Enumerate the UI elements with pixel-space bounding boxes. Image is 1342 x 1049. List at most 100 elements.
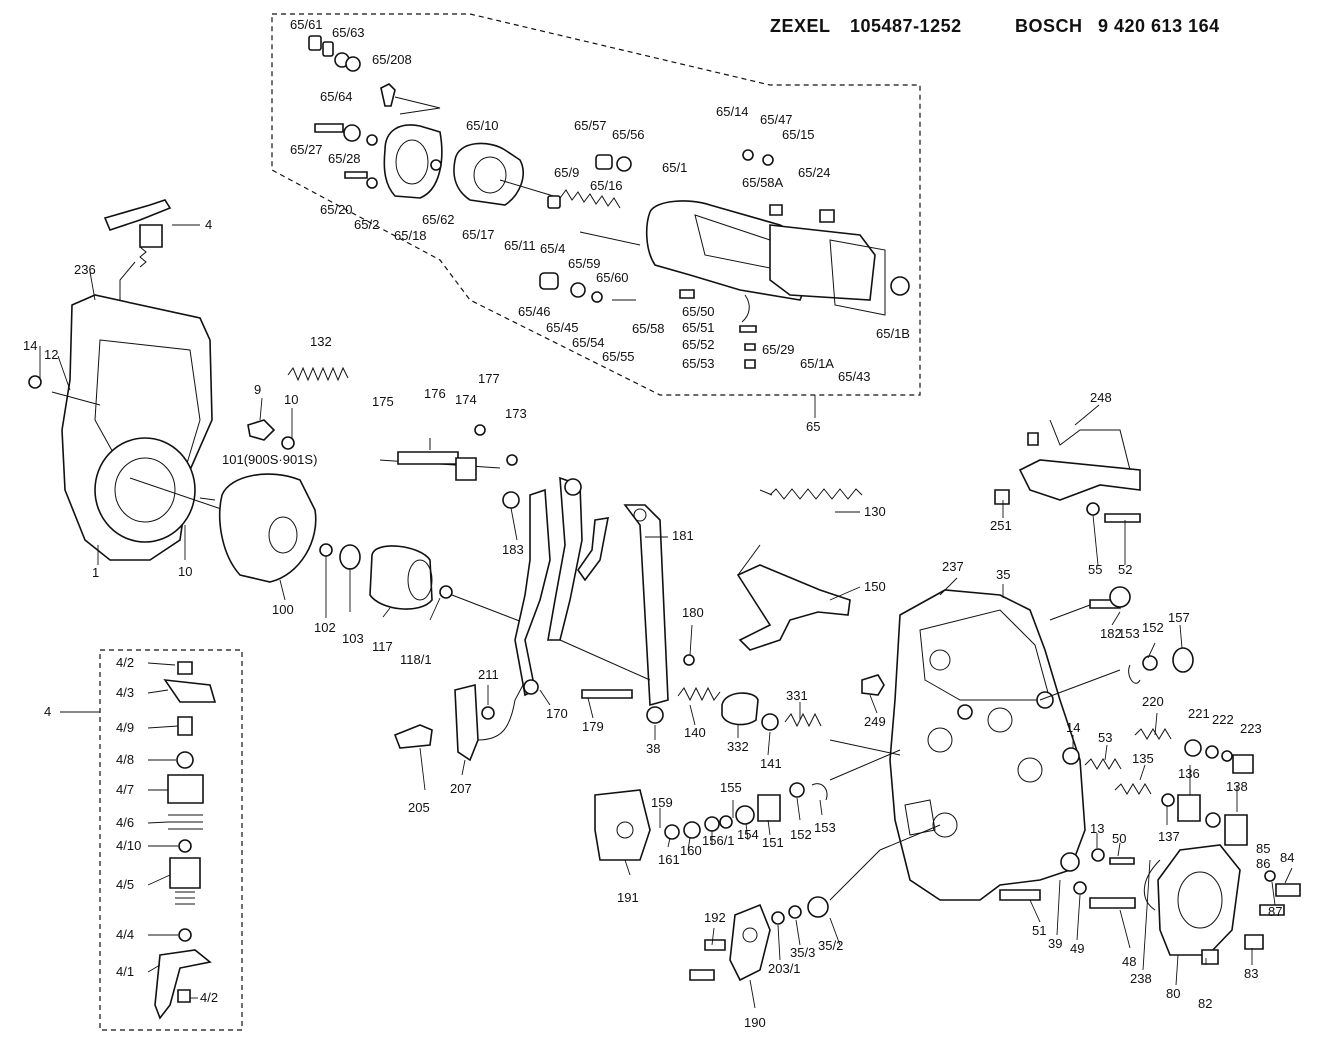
callout-label: 102 [314, 620, 336, 635]
callout-label: 160 [680, 843, 702, 858]
callout-label: 65/43 [838, 369, 871, 384]
callout-label: 130 [864, 504, 886, 519]
callout-label: 236 [74, 262, 96, 277]
callout-label: 65/63 [332, 25, 365, 40]
callout-label: 80 [1166, 986, 1181, 1001]
callout-label: 9 [254, 382, 262, 397]
callout-label: 55 [1088, 562, 1103, 577]
callout-label: 86 [1256, 856, 1271, 871]
callout-label: 138 [1226, 779, 1248, 794]
callout-label: 173 [505, 406, 527, 421]
callout-label: 4/4 [116, 927, 135, 942]
callout-label: 155 [720, 780, 742, 795]
callout-label: 65/1 [662, 160, 688, 175]
callout-label: 4/1 [116, 964, 135, 979]
callout-label: 175 [372, 394, 394, 409]
callout-label: 65/20 [320, 202, 353, 217]
callout-label: 103 [342, 631, 364, 646]
callout-label: 4/3 [116, 685, 135, 700]
subassembly-4-boundary [99, 649, 243, 1031]
callout-label: 248 [1090, 390, 1112, 405]
callout-label: 331 [786, 688, 808, 703]
right-fittings [999, 647, 1301, 965]
callout-label: 52 [1118, 562, 1133, 577]
callout-label: 176 [424, 386, 446, 401]
callout-label: 10 [284, 392, 299, 407]
callout-label: 65/10 [466, 118, 499, 133]
callout-label: 35 [996, 567, 1011, 582]
callout-label: 190 [744, 1015, 766, 1030]
callout-label: 65/27 [290, 142, 323, 157]
callout-label: 4 [44, 704, 52, 719]
leader-lines [39, 224, 1293, 1009]
tension-levers [502, 476, 695, 724]
callout-label: 223 [1240, 721, 1262, 736]
callout-label: 211 [478, 667, 499, 682]
callout-label: 4/2 [200, 990, 219, 1005]
callout-label: 237 [942, 559, 964, 574]
callout-label: 65/62 [422, 212, 455, 227]
callout-label: 65/54 [572, 335, 605, 350]
callout-label: 65/29 [762, 342, 795, 357]
callout-label: 4/9 [116, 720, 135, 735]
callout-label: 222 [1212, 712, 1234, 727]
header-brand1: ZEXEL [770, 16, 831, 36]
housing-left [28, 199, 231, 561]
callout-label: 203/1 [768, 961, 801, 976]
callout-label: 177 [478, 371, 500, 386]
callout-label: 161 [658, 852, 680, 867]
callout-label: 4 [205, 217, 213, 232]
callout-label: 35/3 [790, 945, 816, 960]
callout-label: 65 [806, 419, 821, 434]
callout-label: 65/24 [798, 165, 831, 180]
callout-label: 83 [1244, 966, 1259, 981]
callout-label: 65/50 [682, 304, 715, 319]
callout-label: 65/59 [568, 256, 601, 271]
callout-label: 51 [1032, 923, 1047, 938]
callout-label: 12 [44, 347, 59, 362]
callout-label: 65/28 [328, 151, 361, 166]
callout-label: 65/55 [602, 349, 635, 364]
callout-label: 136 [1178, 766, 1200, 781]
callout-label: 135 [1132, 751, 1154, 766]
callout-label: 159 [651, 795, 673, 810]
lever-176-assembly [379, 424, 518, 481]
callout-label: 117 [372, 639, 393, 654]
header-brand2: BOSCH [1015, 16, 1083, 36]
callout-label: 207 [450, 781, 472, 796]
callout-label: 4/5 [116, 877, 135, 892]
callout-label: 170 [546, 706, 568, 721]
callout-label: 65/11 [504, 238, 536, 253]
callout-label: 65/16 [590, 178, 623, 193]
callout-label: 205 [408, 800, 430, 815]
callout-label: 1 [92, 565, 100, 580]
callout-label: 65/45 [546, 320, 579, 335]
callout-label: 4/7 [116, 782, 135, 797]
callout-label: 50 [1112, 831, 1127, 846]
callout-label: 157 [1168, 610, 1190, 625]
lever-190-192 [689, 824, 941, 982]
callout-label: 181 [672, 528, 694, 543]
callout-label: 153 [814, 820, 836, 835]
callout-label: 65/9 [554, 165, 580, 180]
callout-label: 84 [1280, 850, 1295, 865]
callout-label: 140 [684, 725, 706, 740]
callout-label: 65/53 [682, 356, 715, 371]
callout-label: 39 [1048, 936, 1063, 951]
callout-label: 65/17 [462, 227, 495, 242]
callout-label: 100 [272, 602, 294, 617]
callout-label: 53 [1098, 730, 1113, 745]
callout-label: 152 [1142, 620, 1164, 635]
callout-label: 183 [502, 542, 524, 557]
callout-label: 192 [704, 910, 726, 925]
callout-label: 154 [737, 827, 759, 842]
callout-label: 48 [1122, 954, 1137, 969]
callout-label: 118/1 [400, 652, 432, 667]
callout-label: 174 [455, 392, 477, 407]
callout-label: 65/15 [782, 127, 815, 142]
callout-label: 238 [1130, 971, 1152, 986]
callout-label: 249 [864, 714, 886, 729]
callout-label: 65/61 [290, 17, 323, 32]
